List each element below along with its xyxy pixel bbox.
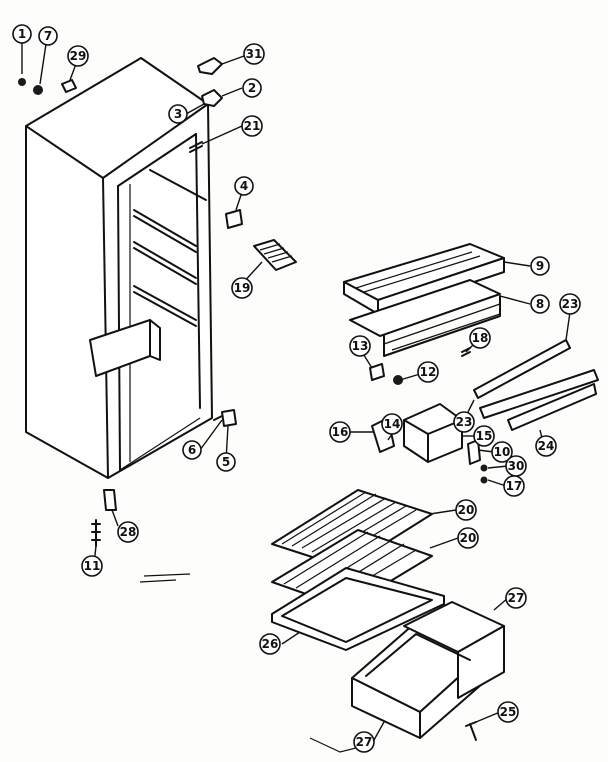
svg-text:21: 21 <box>244 119 261 133</box>
svg-text:9: 9 <box>536 259 544 273</box>
callout-3: 3 <box>168 104 188 124</box>
callout-13: 13 <box>349 335 371 357</box>
callout-30: 30 <box>505 455 527 477</box>
svg-text:29: 29 <box>70 49 87 63</box>
svg-text:12: 12 <box>420 365 437 379</box>
callout-1: 1 <box>12 24 32 44</box>
callout-14: 14 <box>381 413 403 435</box>
svg-text:20: 20 <box>458 503 475 517</box>
svg-text:28: 28 <box>120 525 137 539</box>
side-rails <box>473 339 599 431</box>
svg-text:6: 6 <box>188 443 196 457</box>
callout-4: 4 <box>234 176 254 196</box>
callout-29: 29 <box>67 45 89 67</box>
callout-8: 8 <box>530 294 550 314</box>
callout-23-bottom: 23 <box>453 411 475 433</box>
bracket-part <box>225 209 243 229</box>
svg-text:19: 19 <box>234 281 251 295</box>
callout-16: 16 <box>329 421 351 443</box>
svg-text:10: 10 <box>494 445 511 459</box>
callout-26: 26 <box>259 633 281 655</box>
egg-tray <box>253 239 297 271</box>
cabinet-shelf-rails <box>133 169 207 327</box>
svg-text:27: 27 <box>508 591 525 605</box>
callout-18: 18 <box>469 327 491 349</box>
svg-text:2: 2 <box>248 81 256 95</box>
svg-text:1: 1 <box>18 27 26 41</box>
svg-text:14: 14 <box>384 417 401 431</box>
callout-2: 2 <box>242 78 262 98</box>
callout-25: 25 <box>497 701 519 723</box>
top-hinge-parts <box>189 57 223 153</box>
svg-text:15: 15 <box>476 429 493 443</box>
svg-text:31: 31 <box>246 47 263 61</box>
refrigerator-cabinet <box>25 57 213 479</box>
callout-7: 7 <box>38 26 58 46</box>
svg-text:16: 16 <box>332 425 349 439</box>
svg-text:26: 26 <box>262 637 279 651</box>
callout-24: 24 <box>535 435 557 457</box>
svg-text:3: 3 <box>174 107 182 121</box>
callout-31: 31 <box>243 43 265 65</box>
bottom-hinge-parts <box>213 409 237 427</box>
callout-15: 15 <box>473 425 495 447</box>
callout-28: 28 <box>117 521 139 543</box>
svg-text:23: 23 <box>456 415 473 429</box>
svg-text:24: 24 <box>538 439 555 453</box>
leveler-parts <box>18 78 117 547</box>
svg-text:30: 30 <box>508 459 525 473</box>
svg-text:13: 13 <box>352 339 369 353</box>
callout-20-upper: 20 <box>455 499 477 521</box>
svg-text:20: 20 <box>460 531 477 545</box>
callout-9: 9 <box>530 256 550 276</box>
callout-19: 19 <box>231 277 253 299</box>
callout-11: 11 <box>81 555 103 577</box>
wire-shelves <box>271 489 445 651</box>
callout-6: 6 <box>182 440 202 460</box>
screw-part <box>465 721 477 741</box>
callout-12: 12 <box>417 361 439 383</box>
callout-10: 10 <box>491 441 513 463</box>
svg-text:7: 7 <box>44 29 52 43</box>
control-small-parts <box>369 347 471 385</box>
svg-text:8: 8 <box>536 297 544 311</box>
callout-27-right: 27 <box>505 587 527 609</box>
svg-text:18: 18 <box>472 331 489 345</box>
svg-text:4: 4 <box>240 179 248 193</box>
callout-labels: 1 7 29 31 2 3 21 4 19 6 5 28 11 9 8 23 1… <box>12 24 581 753</box>
svg-text:23: 23 <box>562 297 579 311</box>
control-housing <box>371 403 488 484</box>
callout-23-top: 23 <box>559 293 581 315</box>
callout-17: 17 <box>503 475 525 497</box>
svg-text:25: 25 <box>500 705 517 719</box>
svg-text:11: 11 <box>84 559 101 573</box>
crisper-bins <box>351 601 505 739</box>
svg-text:5: 5 <box>222 455 230 469</box>
svg-text:17: 17 <box>506 479 523 493</box>
callout-27-left: 27 <box>353 731 375 753</box>
freezer-door-assembly <box>343 243 505 357</box>
stray-sketch-mark <box>139 573 191 583</box>
callout-5: 5 <box>216 452 236 472</box>
callout-21: 21 <box>241 115 263 137</box>
inner-bracket <box>89 319 161 377</box>
svg-text:27: 27 <box>356 735 373 749</box>
callout-20-lower: 20 <box>457 527 479 549</box>
